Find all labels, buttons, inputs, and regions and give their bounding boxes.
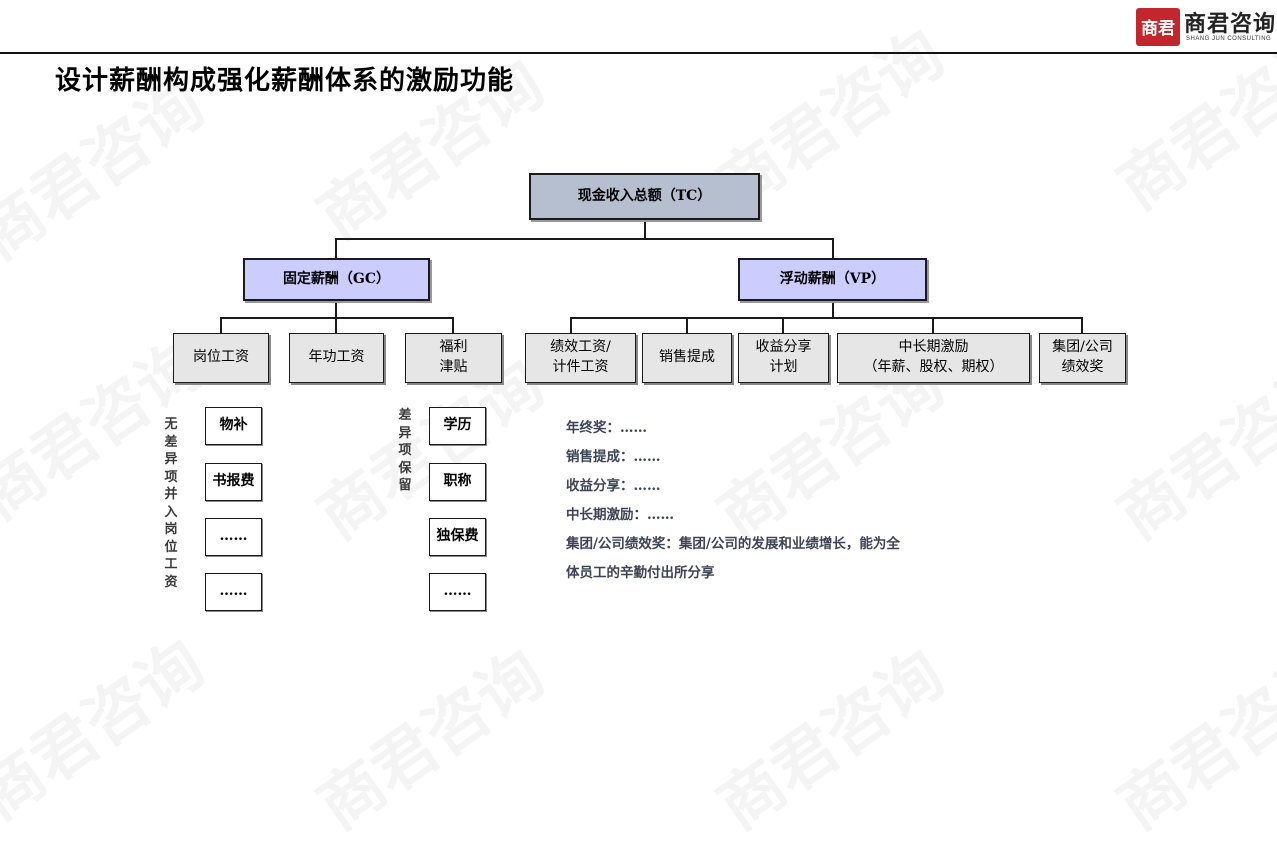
mid-group-item: …… <box>429 573 486 611</box>
total-cash-compensation-box: 现金收入总额（TC） <box>529 173 760 220</box>
fixed-component-box: 福利 津贴 <box>405 333 502 383</box>
note-line: 集团/公司绩效奖：集团/公司的发展和业绩增长，能为全 <box>566 536 900 552</box>
left-group-item: …… <box>205 573 262 611</box>
connector <box>1081 317 1083 334</box>
logo-mark: 商君 <box>1136 8 1180 46</box>
page-title: 设计薪酬构成强化薪酬体系的激励功能 <box>55 66 515 96</box>
connector <box>220 317 454 319</box>
variable-component-box: 集团/公司 绩效奖 <box>1039 333 1126 383</box>
left-group-item: 书报费 <box>205 463 262 501</box>
variable-component-box: 绩效工资/ 计件工资 <box>525 333 636 383</box>
slide: { "header": { "title": "设计薪酬构成强化薪酬体系的激励功… <box>0 6 1277 845</box>
connector <box>570 317 1083 319</box>
variable-component-box: 收益分享 计划 <box>738 333 829 383</box>
connector <box>832 238 834 260</box>
variable-component-box: 销售提成 <box>642 333 732 383</box>
fixed-component-box: 岗位工资 <box>173 333 269 383</box>
logo-english-name: SHANG JUN CONSULTING <box>1186 36 1272 42</box>
watermark: 商君咨询 <box>297 625 559 847</box>
connector <box>686 317 688 334</box>
fixed-component-box: 年功工资 <box>289 333 384 383</box>
notes-block: 年终奖：…… 销售提成：…… 收益分享：…… 中长期激励：…… 集团/公司绩效奖… <box>566 414 986 588</box>
left-group-item: 物补 <box>205 407 262 445</box>
connector <box>452 317 454 334</box>
mid-group-item: 学历 <box>429 407 486 445</box>
note-line: 体员工的辛勤付出所分享 <box>566 565 715 581</box>
connector <box>644 219 646 239</box>
left-group-label: 无差异项并入岗位工资 <box>164 417 178 590</box>
mid-group-label: 差异项保留 <box>398 408 412 493</box>
watermark: 商君咨询 <box>1097 625 1277 847</box>
mid-group-item: 独保费 <box>429 518 486 556</box>
watermark: 商君咨询 <box>697 625 959 847</box>
connector <box>932 317 934 334</box>
logo-name: 商君咨询 <box>1184 11 1277 37</box>
connector <box>782 317 784 334</box>
connector <box>570 317 572 334</box>
connector <box>335 238 337 260</box>
connector <box>335 317 337 334</box>
connector <box>335 238 834 240</box>
connector <box>832 300 834 318</box>
connector <box>220 317 222 334</box>
note-line: 年终奖：…… <box>566 420 647 436</box>
company-logo: 商君 商君咨询 SHANG JUN CONSULTING <box>1136 6 1275 48</box>
note-line: 收益分享：…… <box>566 478 661 494</box>
note-line: 销售提成：…… <box>566 449 661 465</box>
connector <box>335 300 337 318</box>
variable-component-box: 中长期激励 （年薪、股权、期权） <box>837 333 1030 383</box>
mid-group-item: 职称 <box>429 463 486 501</box>
left-group-item: …… <box>205 518 262 556</box>
variable-pay-box: 浮动薪酬（VP） <box>738 258 927 301</box>
header-divider <box>0 52 1277 54</box>
fixed-pay-box: 固定薪酬（GC） <box>243 258 430 301</box>
watermark: 商君咨询 <box>0 615 219 837</box>
note-line: 中长期激励：…… <box>566 507 674 523</box>
